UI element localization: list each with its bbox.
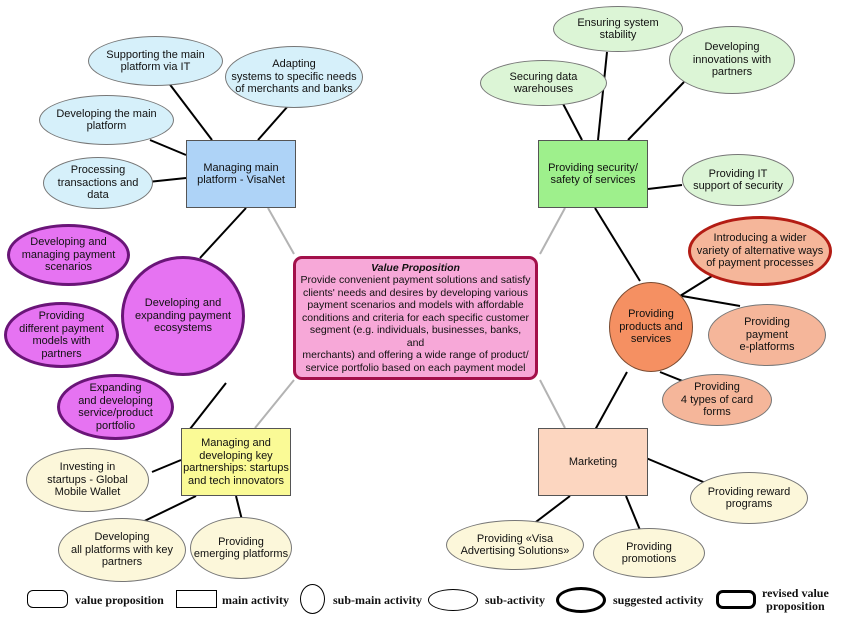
legend-main-activity-label: main activity [222,593,289,607]
legend-revised-value-proposition-shape [716,590,756,609]
suggested-activity-service-portfolio: Expanding and developing service/product… [57,374,174,440]
legend-sub-main-activity-label: sub-main activity [333,593,423,607]
sub-activity-investing: Investing in startups - Global Mobile Wa… [26,448,149,512]
main-activity-partnerships: Managing and developing key partnerships… [181,428,291,496]
sub-activity-reward: Providing reward programs [690,472,808,524]
main-activity-marketing: Marketing [538,428,648,496]
sub-activity-adapting: Adapting systems to specific needs of me… [225,46,363,108]
legend-suggested-activity-label: suggested activity [613,593,704,607]
legend-main-activity-shape [176,590,217,608]
sub-activity-all-platforms: Developing all platforms with key partne… [58,518,186,582]
sub-activity-securing: Securing data warehouses [480,60,607,106]
sub-activity-innovations: Developing innovations with partners [669,26,795,94]
legend-revised-value-proposition-label: revised value proposition [762,586,829,613]
sub-activity-processing: Processing transactions and data [43,157,153,209]
legend-sub-activity-shape [428,589,478,611]
sub-activity-developing-platform: Developing the main platform [39,95,174,145]
sub-activity-supporting-it: Supporting the main platform via IT [88,36,223,86]
sub-activity-card-forms: Providing 4 types of card forms [662,374,772,426]
main-activity-visanet: Managing main platform - VisaNet [186,140,296,208]
sub-activity-visa-ads: Providing «Visa Advertising Solutions» [446,520,584,570]
value-proposition-title: Value Proposition [371,261,460,274]
legend-value-proposition-label: value proposition [75,593,164,607]
legend-suggested-activity-shape [556,587,606,613]
sub-main-ecosystems: Developing and expanding payment ecosyst… [121,256,245,376]
sub-activity-e-platforms: Providing payment e-platforms [708,304,826,366]
suggested-activity-alternative-ways: Introducing a wider variety of alternati… [688,216,832,286]
legend-sub-main-activity-shape [300,584,325,614]
suggested-activity-payment-scenarios: Developing and managing payment scenario… [7,224,130,286]
sub-activity-emerging: Providing emerging platforms [190,517,292,579]
sub-main-products: Providing products and services [609,282,693,372]
suggested-activity-payment-models: Providing different payment models with … [4,302,119,368]
legend-value-proposition-shape [27,590,68,608]
sub-activity-promotions: Providing promotions [593,528,705,578]
sub-activity-ensuring: Ensuring system stability [553,6,683,52]
main-activity-security: Providing security/ safety of services [538,140,648,208]
legend-sub-activity-label: sub-activity [485,593,545,607]
sub-activity-it-support: Providing IT support of security [682,154,794,206]
value-proposition-text: Provide convenient payment solutions and… [300,274,531,374]
value-proposition-box: Value Proposition Provide convenient pay… [293,256,538,380]
